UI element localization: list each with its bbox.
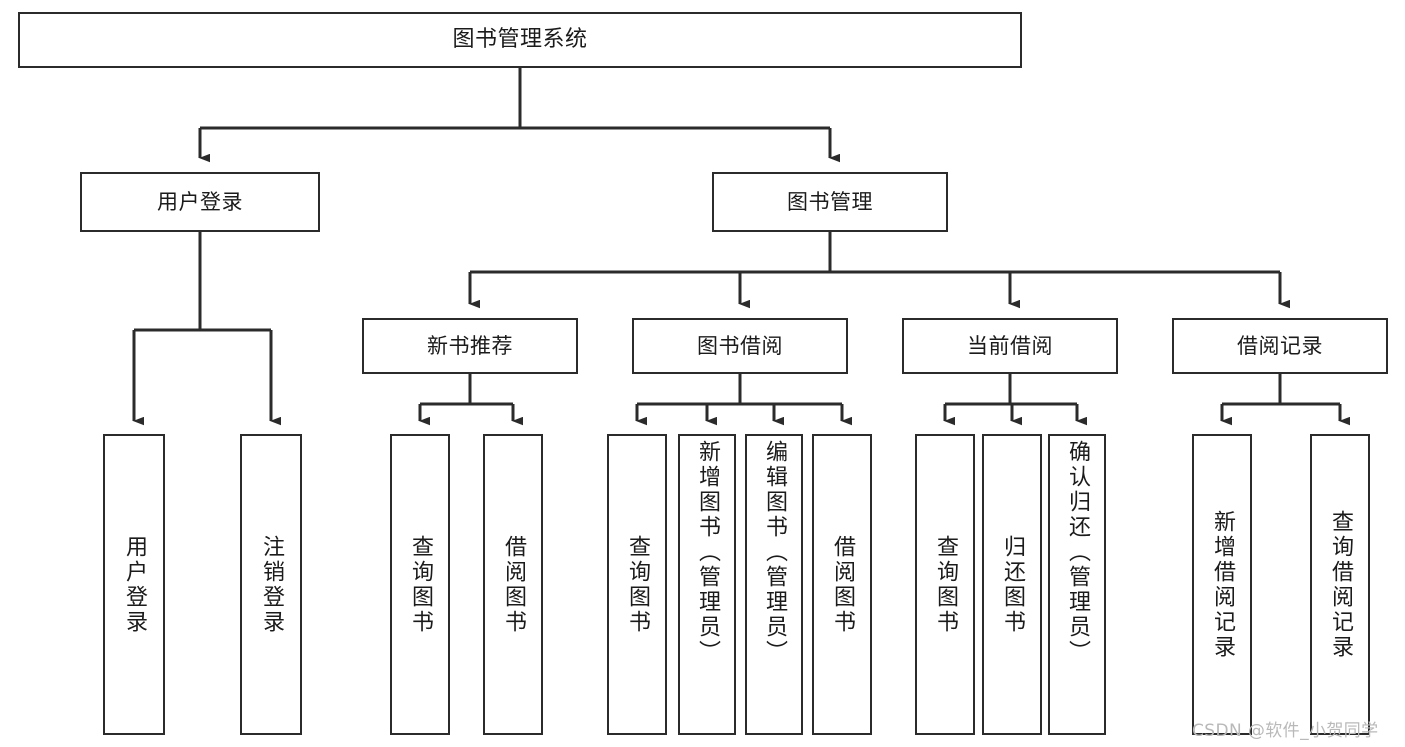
leaf-return-book-label: 归还图书 bbox=[1000, 534, 1025, 635]
leaf-logout-label: 注销登录 bbox=[259, 534, 284, 635]
node-new-book-recommend-label: 新书推荐 bbox=[427, 333, 513, 358]
leaf-confirm-return-admin-label: 确认归还（管理员） bbox=[1065, 440, 1090, 665]
leaf-add-borrow-record-label: 新增借阅记录 bbox=[1210, 509, 1235, 660]
leaf-borrow-book-newbook[interactable]: 借阅图书 bbox=[483, 434, 543, 735]
node-current-borrow[interactable]: 当前借阅 bbox=[902, 318, 1118, 374]
leaf-query-borrow-record-label: 查询借阅记录 bbox=[1328, 509, 1353, 660]
leaf-add-book-admin-label: 新增图书（管理员） bbox=[695, 440, 720, 665]
node-book-management[interactable]: 图书管理 bbox=[712, 172, 948, 232]
node-user-login-label: 用户登录 bbox=[157, 189, 243, 214]
leaf-query-book-newbook[interactable]: 查询图书 bbox=[390, 434, 450, 735]
leaf-query-book-current-label: 查询图书 bbox=[933, 534, 958, 635]
leaf-borrow-book[interactable]: 借阅图书 bbox=[812, 434, 872, 735]
leaf-user-login[interactable]: 用户登录 bbox=[103, 434, 165, 735]
leaf-confirm-return-admin[interactable]: 确认归还（管理员） bbox=[1048, 434, 1106, 735]
leaf-add-book-admin[interactable]: 新增图书（管理员） bbox=[678, 434, 736, 735]
node-current-borrow-label: 当前借阅 bbox=[967, 333, 1053, 358]
leaf-user-login-label: 用户登录 bbox=[122, 534, 147, 635]
node-book-borrow-label: 图书借阅 bbox=[697, 333, 783, 358]
node-borrow-records[interactable]: 借阅记录 bbox=[1172, 318, 1388, 374]
node-borrow-records-label: 借阅记录 bbox=[1237, 333, 1323, 358]
node-root-label: 图书管理系统 bbox=[452, 27, 588, 53]
node-book-management-label: 图书管理 bbox=[787, 189, 873, 214]
leaf-query-book-current[interactable]: 查询图书 bbox=[915, 434, 975, 735]
leaf-query-book-newbook-label: 查询图书 bbox=[408, 534, 433, 635]
leaf-edit-book-admin[interactable]: 编辑图书（管理员） bbox=[745, 434, 803, 735]
leaf-logout[interactable]: 注销登录 bbox=[240, 434, 302, 735]
leaf-query-book-borrow[interactable]: 查询图书 bbox=[607, 434, 667, 735]
node-book-borrow[interactable]: 图书借阅 bbox=[632, 318, 848, 374]
leaf-return-book[interactable]: 归还图书 bbox=[982, 434, 1042, 735]
node-root[interactable]: 图书管理系统 bbox=[18, 12, 1022, 68]
node-new-book-recommend[interactable]: 新书推荐 bbox=[362, 318, 578, 374]
node-user-login[interactable]: 用户登录 bbox=[80, 172, 320, 232]
leaf-query-book-borrow-label: 查询图书 bbox=[625, 534, 650, 635]
leaf-edit-book-admin-label: 编辑图书（管理员） bbox=[762, 440, 787, 665]
leaf-borrow-book-label: 借阅图书 bbox=[830, 534, 855, 635]
leaf-add-borrow-record[interactable]: 新增借阅记录 bbox=[1192, 434, 1252, 735]
leaf-query-borrow-record[interactable]: 查询借阅记录 bbox=[1310, 434, 1370, 735]
leaf-borrow-book-newbook-label: 借阅图书 bbox=[501, 534, 526, 635]
